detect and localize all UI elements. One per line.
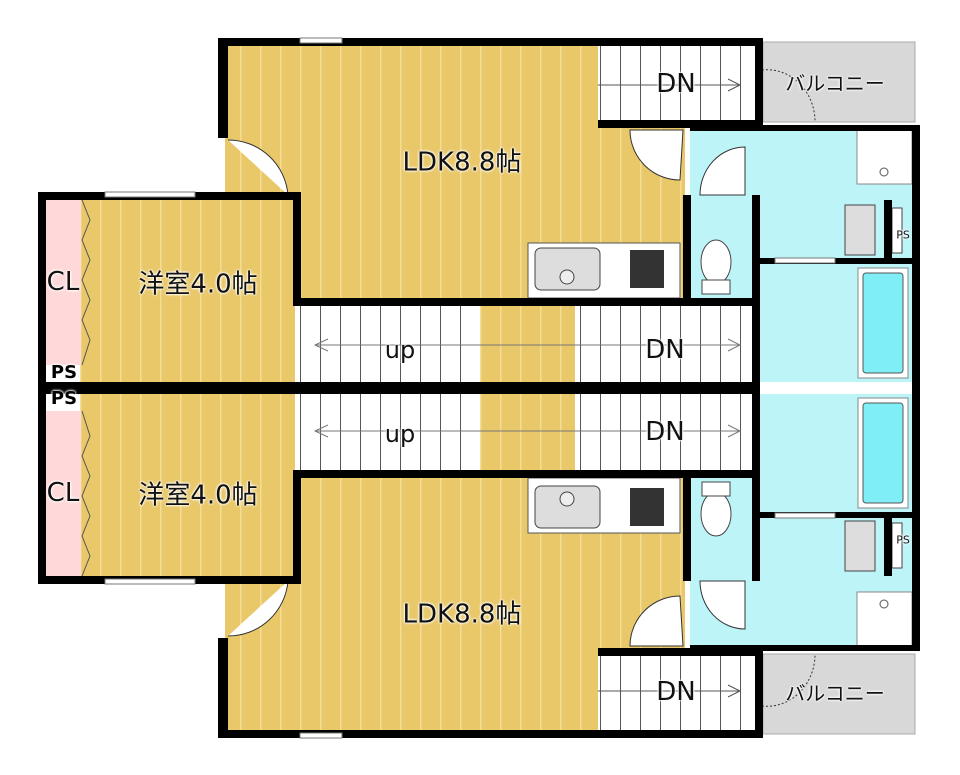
stair-landing	[480, 306, 575, 382]
balcony-floor	[762, 41, 916, 123]
wash-basin	[844, 204, 876, 256]
kitchen-sink	[534, 247, 601, 291]
ps-label: PS	[50, 362, 78, 383]
stair-dn-label: DN	[656, 69, 696, 99]
closet-label: CL	[46, 267, 80, 297]
closet-label: CL	[46, 478, 80, 508]
balcony-label: バルコニー	[785, 681, 885, 706]
western-room-floor	[80, 200, 295, 385]
window	[104, 191, 196, 198]
stair-up-label: up	[384, 336, 416, 364]
window	[299, 37, 343, 44]
western-room-label: 洋室4.0帖	[138, 269, 258, 300]
exterior-stair[interactable]	[598, 45, 755, 122]
ps-label: PS	[50, 388, 78, 409]
stair-dn-label: DN	[645, 417, 685, 447]
window	[774, 257, 836, 264]
stair-dn-label: DN	[645, 335, 685, 365]
stair-dn-label: DN	[656, 677, 696, 707]
closet-floor	[45, 200, 81, 365]
balcony-label: バルコニー	[785, 71, 885, 96]
washing-machine-space	[856, 129, 913, 185]
ps-label: PS	[896, 533, 910, 547]
stair-up-label: up	[384, 420, 416, 448]
ldk-label: LDK8.8帖	[402, 147, 522, 178]
ldk-label: LDK8.8帖	[402, 599, 522, 630]
ps-label: PS	[896, 228, 910, 242]
western-room-label: 洋室4.0帖	[138, 480, 258, 511]
stove	[630, 250, 664, 288]
unit-upper	[38, 37, 920, 390]
toilet	[700, 239, 732, 285]
closet-door	[81, 199, 91, 366]
